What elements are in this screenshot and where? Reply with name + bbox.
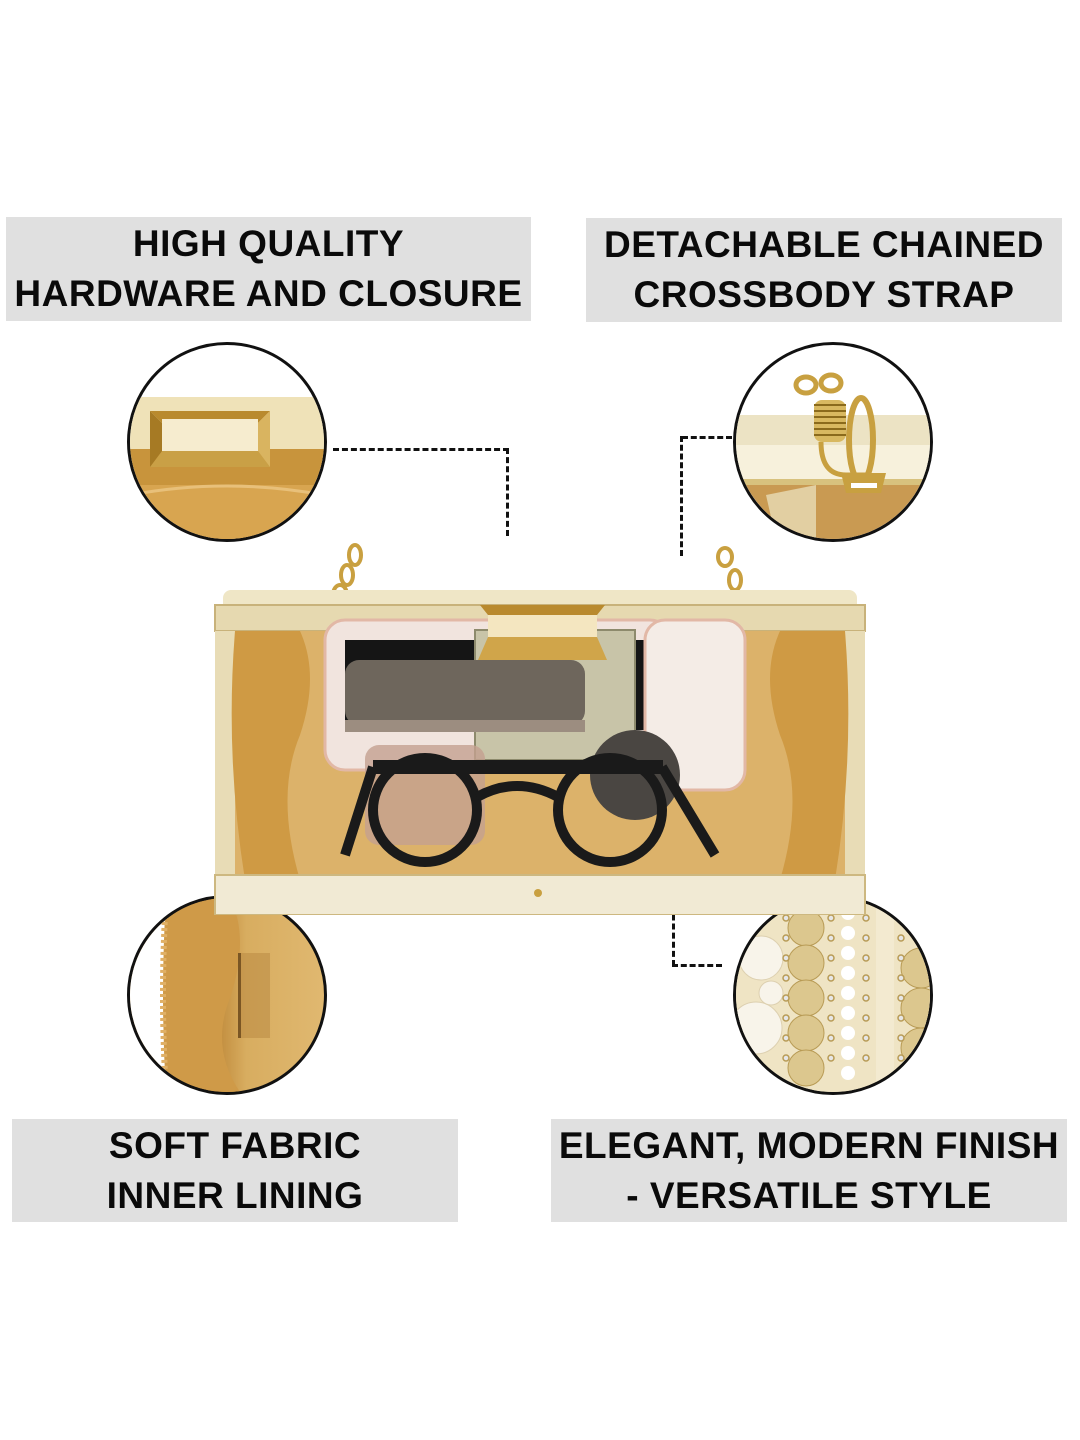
- feature-label-hardware-closure: HIGH QUALITY HARDWARE AND CLOSURE: [6, 217, 531, 321]
- feature-label-line: DETACHABLE CHAINED: [604, 224, 1044, 265]
- feature-label-line: SOFT FABRIC: [108, 1124, 362, 1166]
- leader-line-strap-v: [680, 436, 683, 556]
- leader-line-finish-v: [672, 878, 675, 966]
- leader-line-finish-h: [672, 964, 722, 967]
- feature-label-inner-lining: SOFT FABRIC INNER LINING: [12, 1119, 458, 1222]
- feature-label-line: ELEGANT, MODERN FINISH: [558, 1124, 1060, 1166]
- feature-label-line: INNER LINING: [106, 1174, 364, 1216]
- feature-label-line: - VERSATILE STYLE: [626, 1174, 992, 1216]
- inner-lining-detail-image: [127, 895, 327, 1095]
- leader-line-strap-h: [682, 436, 732, 439]
- feature-label-line: HARDWARE AND CLOSURE: [14, 273, 523, 314]
- leader-line-hardware-v: [506, 448, 509, 536]
- feature-label-crossbody-strap: DETACHABLE CHAINED CROSSBODY STRAP: [586, 218, 1062, 322]
- leader-line-hardware-h: [333, 448, 509, 451]
- clutch-purse-image: 10: [205, 535, 875, 916]
- open-clutch-illustration: 10: [214, 543, 866, 916]
- feature-label-modern-finish: ELEGANT, MODERN FINISH - VERSATILE STYLE: [551, 1119, 1067, 1222]
- feature-label-line: CROSSBODY STRAP: [633, 274, 1015, 315]
- hardware-closure-detail-image: [127, 342, 327, 542]
- chain-clasp-icon: [736, 372, 930, 539]
- beads-sequins-icon: [736, 898, 930, 1092]
- feature-label-line: HIGH QUALITY: [132, 223, 405, 264]
- fabric-lining-icon: [130, 898, 270, 1092]
- closure-clasp-icon: [130, 397, 324, 539]
- chain-strap-clasp-detail-image: [733, 342, 933, 542]
- beaded-finish-detail-image: [733, 895, 933, 1095]
